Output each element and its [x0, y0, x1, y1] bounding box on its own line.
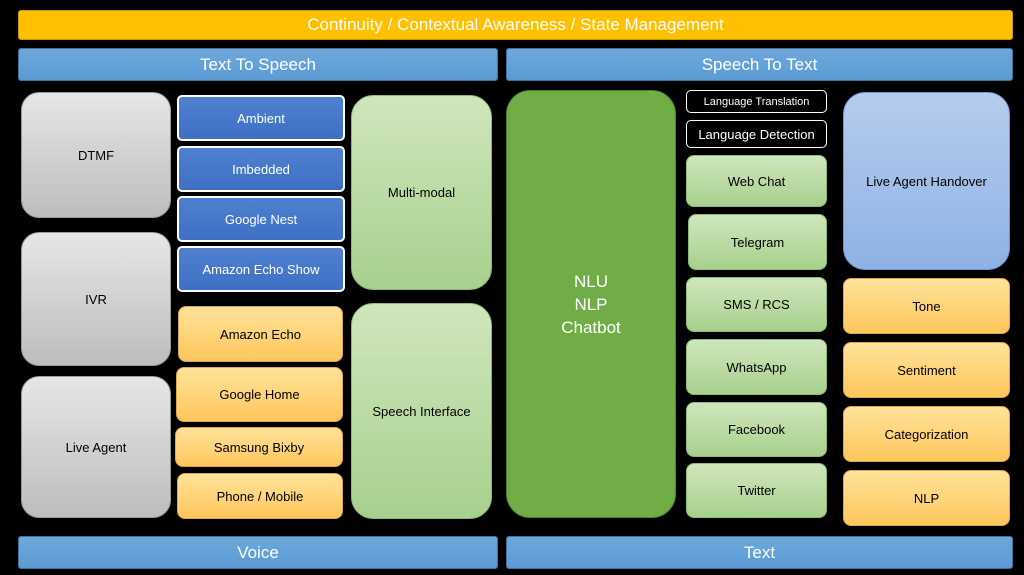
channel-web-chat: Web Chat [686, 155, 827, 207]
nlu-nlp-chatbot-box: NLU NLP Chatbot [506, 90, 676, 518]
live-agent-box: Live Agent [21, 376, 171, 518]
footer-text: Text [506, 536, 1013, 569]
channel-whatsapp: WhatsApp [686, 339, 827, 395]
device-google-nest: Google Nest [177, 196, 345, 242]
header-text-to-speech: Text To Speech [18, 48, 498, 81]
center-label-nlu: NLU [573, 271, 608, 291]
device-samsung-bixby: Samsung Bixby [175, 427, 343, 467]
center-label-nlp: NLP [574, 294, 608, 314]
footer-voice: Voice [18, 536, 498, 569]
top-banner: Continuity / Contextual Awareness / Stat… [18, 10, 1013, 40]
channel-telegram: Telegram [688, 214, 827, 270]
channel-sms-rcs: SMS / RCS [686, 277, 827, 332]
device-google-home: Google Home [176, 367, 343, 422]
header-speech-to-text: Speech To Text [506, 48, 1013, 81]
device-amazon-echo: Amazon Echo [178, 306, 343, 362]
language-translation-box: Language Translation [686, 90, 827, 113]
analysis-nlp: NLP [843, 470, 1010, 526]
speech-interface-box: Speech Interface [351, 303, 492, 519]
center-label-chatbot: Chatbot [561, 317, 621, 337]
multi-modal-box: Multi-modal [351, 95, 492, 290]
ivr-box: IVR [21, 232, 171, 366]
live-agent-handover-box: Live Agent Handover [843, 92, 1010, 270]
channel-twitter: Twitter [686, 463, 827, 518]
analysis-sentiment: Sentiment [843, 342, 1010, 398]
channel-facebook: Facebook [686, 402, 827, 457]
analysis-categorization: Categorization [843, 406, 1010, 462]
device-amazon-echo-show: Amazon Echo Show [177, 246, 345, 292]
dtmf-box: DTMF [21, 92, 171, 218]
device-ambient: Ambient [177, 95, 345, 141]
language-detection-box: Language Detection [686, 120, 827, 148]
analysis-tone: Tone [843, 278, 1010, 334]
device-phone-mobile: Phone / Mobile [177, 473, 343, 519]
device-imbedded: Imbedded [177, 146, 345, 192]
